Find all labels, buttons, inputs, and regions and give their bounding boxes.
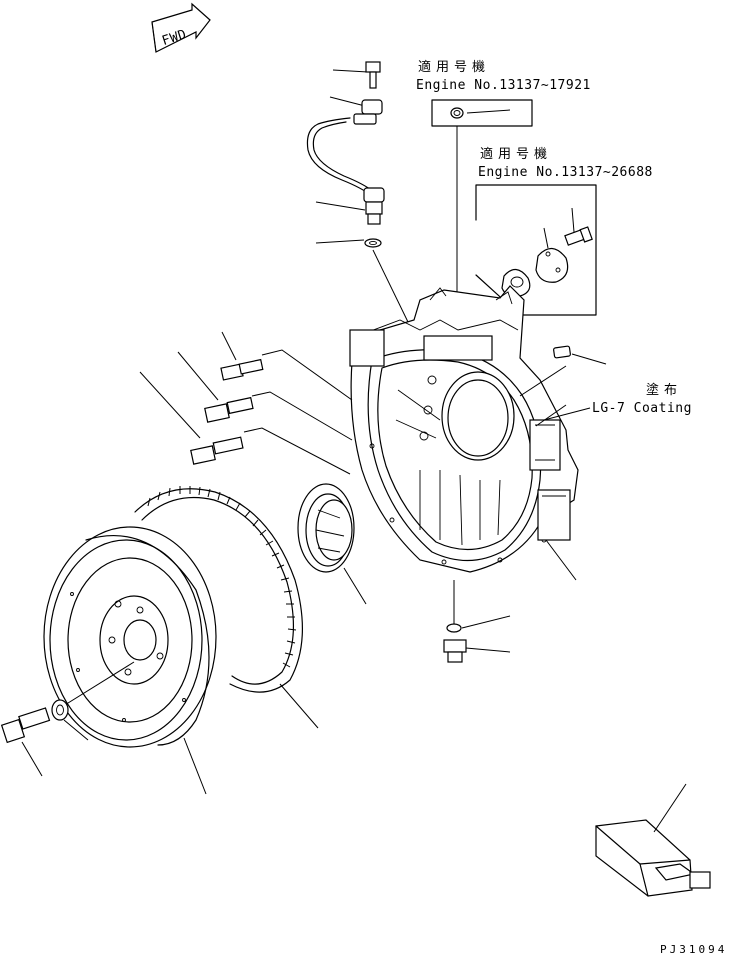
- ring-gear-teeth: [147, 486, 297, 668]
- sensor-pipe-assembly: [306, 61, 409, 323]
- note-2-heading: 適用号機: [480, 146, 552, 162]
- note-2-engine-range: Engine No.13137~26688: [478, 165, 653, 180]
- housing-leaders: [519, 345, 607, 581]
- fwd-arrow: FWD: [151, 2, 211, 53]
- oil-seal: [297, 483, 367, 605]
- coating-text: LG-7 Coating: [592, 401, 692, 416]
- flywheel-bolt: [0, 699, 89, 777]
- note-1-engine-range: Engine No.13137~17921: [416, 78, 591, 93]
- coating-heading: 塗布: [646, 382, 682, 398]
- drawing-code: PJ31094: [660, 943, 727, 956]
- note-engine-range-2: 適用号機 Engine No.13137~26688: [475, 146, 653, 316]
- note-engine-range-1: 適用号機 Engine No.13137~17921: [416, 59, 591, 340]
- cover-plate: [535, 247, 569, 283]
- ring-gear: [134, 486, 319, 729]
- flywheel: [43, 526, 217, 795]
- coating-note: 塗布 LG-7 Coating: [543, 382, 692, 421]
- fwd-label: FWD: [160, 27, 188, 49]
- flywheel-housing: [349, 285, 579, 573]
- drain-plug: [443, 580, 511, 663]
- special-tool: [595, 783, 711, 897]
- housing-bolts: [139, 331, 353, 475]
- cover-bolt: [564, 226, 593, 246]
- note-1-heading: 適用号機: [418, 59, 490, 75]
- note-1-plug: [450, 107, 464, 119]
